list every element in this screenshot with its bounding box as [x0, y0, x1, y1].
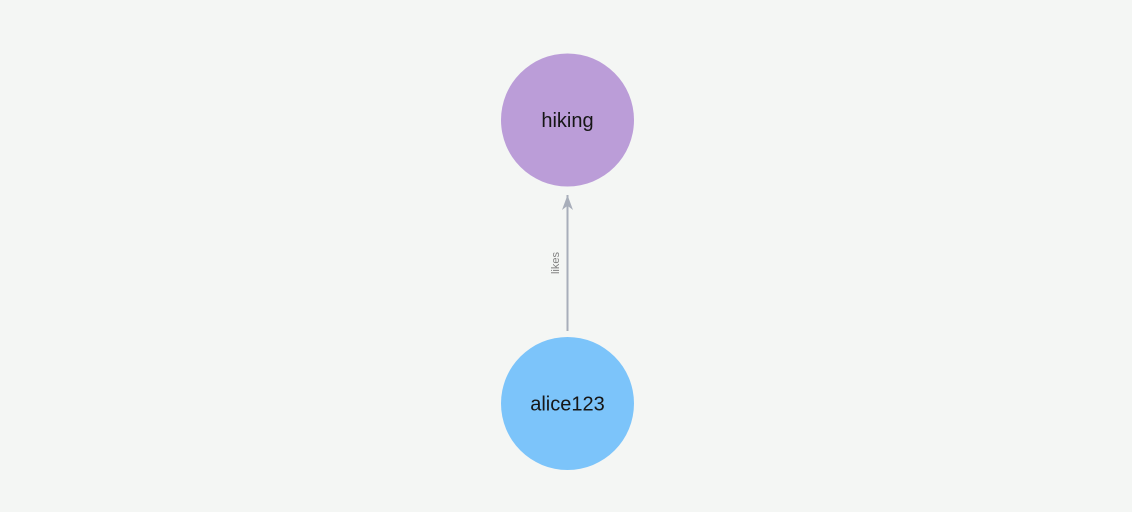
node-alice123[interactable]: alice123: [501, 337, 634, 470]
edge-arrowhead-icon: [562, 195, 573, 210]
node-hiking-circle[interactable]: [501, 53, 634, 187]
node-alice123-circle[interactable]: [501, 337, 634, 470]
node-alice123-label: alice123: [530, 394, 605, 416]
edge-alice123-likes-hiking[interactable]: likes: [550, 195, 573, 331]
edge-label-likes: likes: [550, 252, 562, 275]
node-hiking[interactable]: hiking: [501, 53, 634, 187]
node-hiking-label: hiking: [541, 110, 593, 132]
